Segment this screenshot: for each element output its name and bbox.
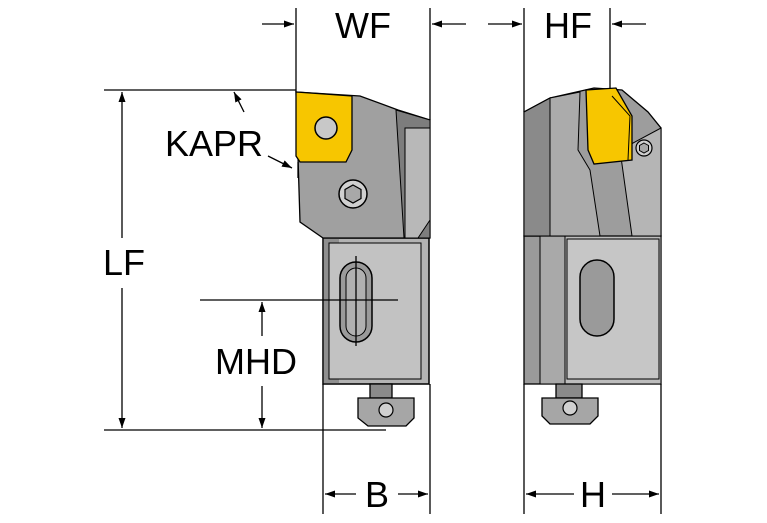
label-h: H xyxy=(580,474,606,515)
side-view xyxy=(523,87,662,425)
kapr-arrow-top xyxy=(233,91,245,113)
label-b: B xyxy=(365,474,389,515)
label-kapr: KAPR xyxy=(165,123,263,164)
front-insert-hole xyxy=(314,116,338,140)
front-view xyxy=(295,91,431,427)
label-mhd: MHD xyxy=(215,341,297,382)
label-wf: WF xyxy=(335,5,391,46)
label-lf: LF xyxy=(103,242,145,283)
dimension-lines xyxy=(104,8,662,514)
side-insert xyxy=(585,87,633,165)
kapr-arrow-bottom xyxy=(267,155,293,169)
label-hf: HF xyxy=(544,5,592,46)
dimension-labels: WF HF KAPR LF MHD B H xyxy=(103,5,606,515)
side-slot xyxy=(579,259,615,337)
